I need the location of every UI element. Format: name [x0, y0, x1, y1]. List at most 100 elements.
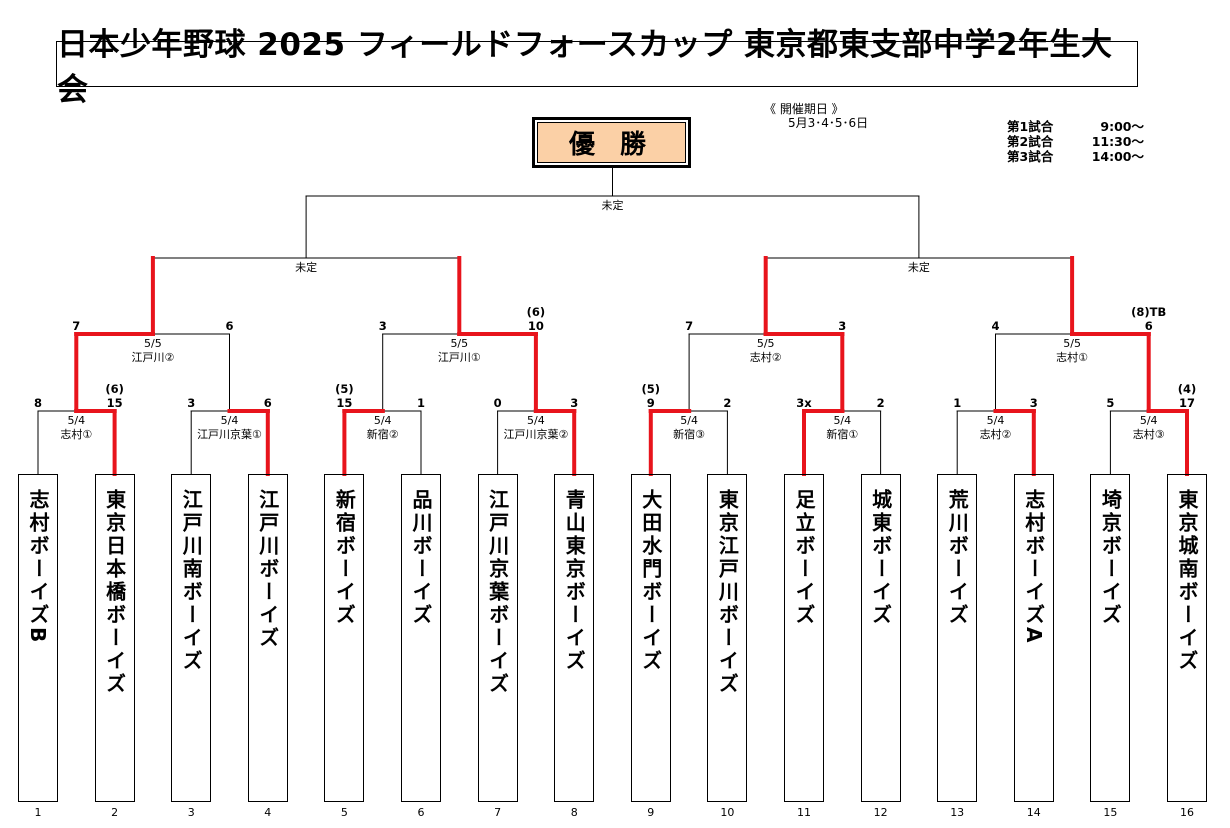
score-right: 2: [877, 396, 885, 410]
match-label: 未定: [908, 260, 930, 274]
team-box: 荒川ボーイズ: [937, 474, 978, 802]
match-venue: 志村①: [60, 427, 92, 441]
team-number: 13: [950, 806, 965, 819]
match-date: 5/4: [374, 414, 392, 427]
schedule-time: 14:00～: [1091, 149, 1144, 164]
score-left: 7: [685, 319, 693, 333]
score-right: 1: [417, 396, 425, 410]
score-left: 9: [647, 396, 655, 410]
team-number: 15: [1103, 806, 1118, 819]
team-box: 青山東京ボーイズ: [554, 474, 595, 802]
team-name: 東京江戸川ボーイズ: [715, 489, 740, 696]
team-name: 東京城南ボーイズ: [1175, 489, 1199, 673]
score-left: 7: [72, 319, 80, 333]
team-name: 荒川ボーイズ: [945, 489, 970, 627]
score-left: 8: [34, 396, 42, 410]
team-number: 1: [34, 806, 42, 819]
team-number: 4: [264, 806, 272, 819]
schedule-time: 11:30～: [1091, 134, 1144, 149]
team-number: 12: [873, 806, 888, 819]
match-date: 5/5: [450, 337, 468, 350]
schedule-label: 第1試合: [1007, 119, 1054, 134]
match-date: 5/5: [757, 337, 775, 350]
score-right: 6: [1145, 319, 1153, 333]
team-box: 志村ボーイズA: [1013, 474, 1054, 802]
score-right: 17: [1179, 396, 1195, 410]
score-left: 4: [991, 319, 999, 333]
team-number: 8: [570, 806, 578, 819]
match-date: 5/4: [527, 414, 545, 427]
match-venue: 江戸川①: [438, 351, 481, 364]
schedule-time: 9:00～: [1100, 119, 1144, 134]
match-date: 5/4: [221, 414, 239, 427]
match-date: 5/4: [680, 414, 698, 427]
team-box: 品川ボーイズ: [401, 474, 441, 802]
match-venue: 志村①: [1056, 350, 1088, 364]
match-venue: 志村②: [750, 350, 782, 364]
score-right: 15: [107, 396, 123, 410]
score-left: 3x: [796, 396, 812, 410]
match-label: 未定: [295, 260, 317, 274]
score-right: 10: [528, 319, 544, 333]
match-venue: 新宿①: [826, 427, 858, 441]
score-right: 3: [1030, 396, 1038, 410]
innings-note: (5): [335, 382, 354, 396]
match-venue: 江戸川②: [131, 351, 174, 364]
match-date: 5/4: [67, 414, 85, 427]
team-name: 品川ボーイズ: [409, 489, 433, 627]
score-right: 6: [264, 396, 272, 410]
score-right: 2: [723, 396, 731, 410]
team-name: 大田水門ボーイズ: [638, 489, 663, 673]
team-box: 江戸川南ボーイズ: [171, 474, 212, 802]
match-date: 5/4: [833, 414, 851, 427]
match-venue: 江戸川京葉①: [197, 427, 262, 441]
team-name: 志村ボーイズA: [1021, 489, 1046, 646]
team-name: 東京日本橋ボーイズ: [102, 489, 127, 696]
match-venue: 新宿③: [673, 427, 705, 441]
team-number: 9: [647, 806, 655, 819]
match-venue: 志村③: [1133, 427, 1165, 441]
team-box: 大田水門ボーイズ: [630, 474, 671, 802]
team-box: 東京江戸川ボーイズ: [707, 474, 748, 802]
champion-box: 優 勝: [532, 117, 691, 168]
team-number: 14: [1026, 806, 1041, 819]
team-number: 10: [720, 806, 735, 819]
innings-note: (6): [105, 382, 124, 396]
team-number: 16: [1180, 806, 1194, 819]
score-left: 1: [953, 396, 961, 410]
team-name: 江戸川ボーイズ: [255, 489, 280, 650]
team-name: 志村ボーイズB: [26, 489, 50, 646]
match-date: 5/5: [144, 337, 162, 350]
dates-value: 5月3･4･5･6日: [788, 116, 869, 130]
team-name: 青山東京ボーイズ: [562, 489, 587, 673]
final-label: 未定: [602, 198, 624, 212]
team-box: 足立ボーイズ: [784, 474, 824, 802]
schedule-label: 第2試合: [1007, 134, 1054, 149]
innings-note: (4): [1178, 382, 1197, 396]
innings-note: (6): [527, 305, 546, 319]
team-name: 埼京ボーイズ: [1098, 489, 1123, 627]
team-number: 6: [417, 806, 425, 819]
dates-label: 《 開催期日 》: [764, 102, 844, 116]
match-date: 5/5: [1063, 337, 1081, 350]
team-name: 城東ボーイズ: [868, 489, 893, 627]
match-venue: 新宿②: [367, 427, 399, 441]
score-right: 6: [225, 319, 233, 333]
team-name: 足立ボーイズ: [792, 489, 816, 627]
score-left: 15: [336, 396, 352, 410]
score-right: 3: [570, 396, 578, 410]
team-box: 東京日本橋ボーイズ: [94, 474, 135, 802]
team-box: 新宿ボーイズ: [324, 474, 365, 802]
team-number: 3: [187, 806, 195, 819]
team-number: 2: [111, 806, 119, 819]
team-number: 7: [494, 806, 502, 819]
innings-note: (8)TB: [1131, 305, 1166, 319]
team-name: 新宿ボーイズ: [332, 489, 357, 627]
team-box: 東京城南ボーイズ: [1167, 474, 1207, 802]
match-venue: 江戸川京葉②: [503, 427, 568, 441]
score-left: 0: [494, 396, 502, 410]
team-box: 江戸川ボーイズ: [247, 474, 288, 802]
team-name: 江戸川南ボーイズ: [179, 489, 204, 673]
team-name: 江戸川京葉ボーイズ: [485, 489, 510, 696]
